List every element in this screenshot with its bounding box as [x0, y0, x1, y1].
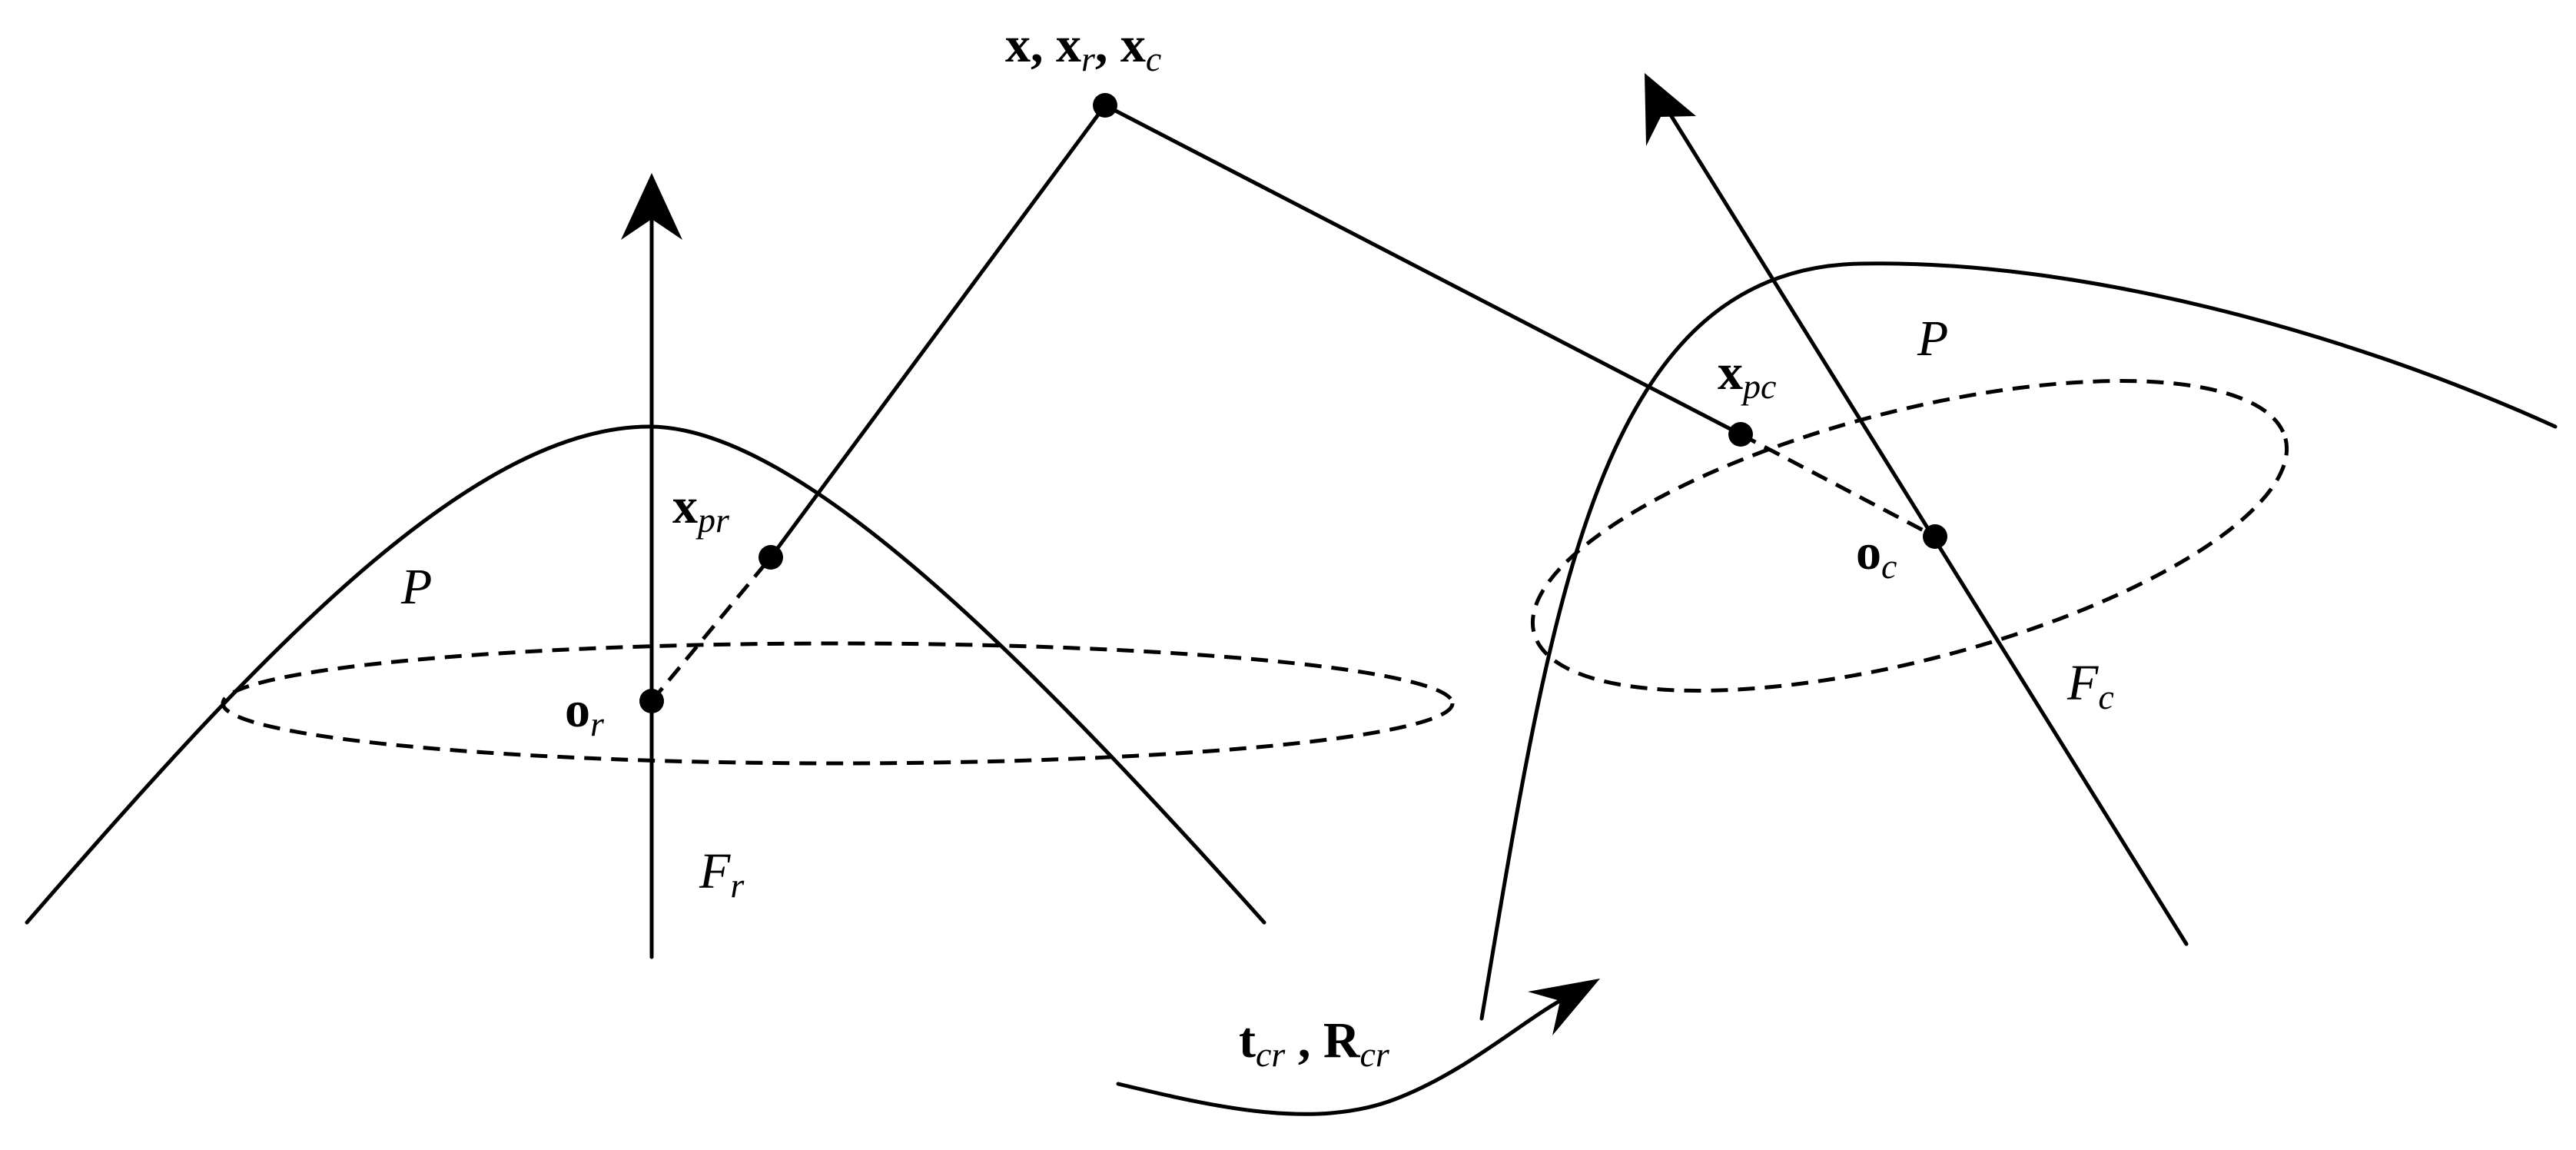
label-fr: Fr [699, 843, 745, 905]
right-projection-ray [1739, 432, 1937, 539]
point-xpc [1728, 422, 1753, 447]
left-dashed-ellipse [221, 641, 1455, 766]
right-axis-arrowhead [1645, 73, 1696, 146]
right-dashed-ellipse [1530, 379, 2289, 693]
label-p-right: P [1917, 311, 1948, 367]
label-point-x: x, xr, xc [1005, 17, 1161, 78]
point-oc [1923, 524, 1947, 549]
label-xpr: xpr [672, 478, 730, 540]
right-ray-to-point [1103, 103, 1743, 437]
left-axis-arrowhead [621, 173, 682, 240]
left-projection-ray [650, 556, 772, 703]
point-or [639, 689, 664, 713]
point-xpr [759, 545, 783, 570]
label-fc: Fc [2066, 655, 2114, 716]
point-x [1093, 93, 1117, 118]
label-p-left: P [400, 559, 432, 615]
right-paraboloid-curve [1479, 261, 2558, 1021]
label-oc: oc [1856, 524, 1897, 586]
right-frame-axis [1664, 105, 2189, 946]
transform-arrowhead [1528, 979, 1600, 1035]
label-or: or [565, 682, 605, 743]
label-transform: tcr , Rcr [1239, 1012, 1390, 1074]
left-ray-to-point [768, 103, 1107, 560]
label-xpc: xpc [1718, 344, 1776, 406]
left-paraboloid-curve [25, 424, 1266, 925]
transform-arrow-curve [1116, 989, 1582, 1116]
